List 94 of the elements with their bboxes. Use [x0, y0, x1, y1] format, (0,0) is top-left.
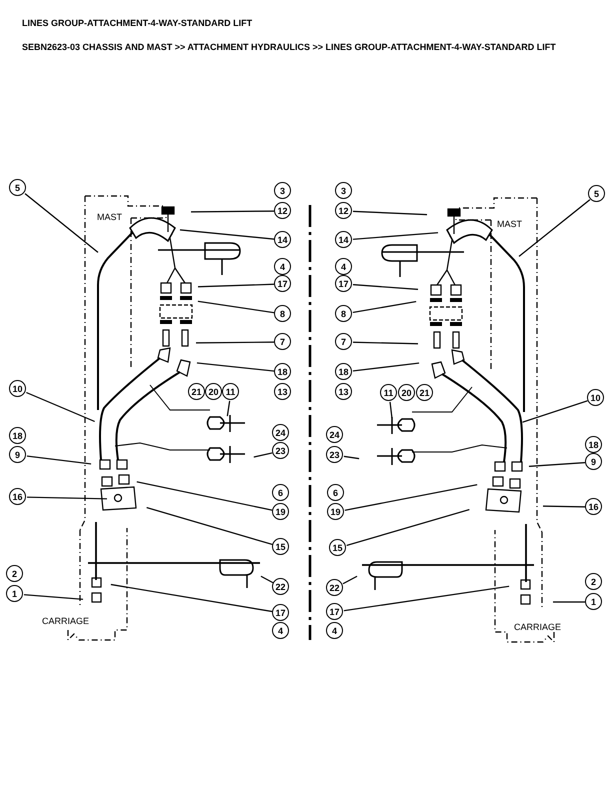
- callout-number: 13: [335, 383, 352, 400]
- leader-line: [344, 484, 478, 511]
- leader-line: [196, 342, 274, 344]
- callout-number: 22: [326, 579, 343, 596]
- callout-number: 14: [335, 231, 352, 248]
- leader-line: [110, 584, 272, 612]
- leader-line: [26, 456, 92, 464]
- callout-number: 24: [326, 426, 343, 443]
- leader-line: [136, 481, 272, 511]
- leader-line: [226, 400, 230, 416]
- callout-number: 9: [9, 446, 26, 463]
- callout-number: 3: [335, 182, 352, 199]
- leader-line: [24, 193, 98, 253]
- callout-number: 11: [222, 383, 239, 400]
- leader-line: [254, 452, 272, 458]
- callout-number: 9: [585, 453, 602, 470]
- callout-number: 14: [274, 231, 291, 248]
- leader-line: [146, 506, 273, 546]
- leader-line: [191, 210, 274, 212]
- callout-number: 1: [585, 593, 602, 610]
- callout-number: 23: [326, 446, 343, 463]
- callout-number: 5: [588, 185, 605, 202]
- leader-line: [344, 456, 360, 460]
- leader-line: [344, 586, 510, 612]
- leader-line: [522, 400, 588, 423]
- leader-line: [352, 284, 418, 290]
- callout-number: 17: [272, 604, 289, 621]
- callout-number: 3: [274, 182, 291, 199]
- callout-number: 11: [380, 384, 397, 401]
- leader-line: [26, 392, 95, 422]
- callout-number: 1: [6, 585, 23, 602]
- callout-number: 7: [335, 333, 352, 350]
- leader-line: [553, 601, 585, 603]
- leader-line: [342, 576, 358, 584]
- callout-number: 17: [335, 275, 352, 292]
- callout-number: 18: [9, 427, 26, 444]
- callout-number: 17: [326, 603, 343, 620]
- leader-line: [352, 300, 416, 314]
- part-label: MAST: [497, 219, 522, 229]
- callout-number: 16: [9, 488, 26, 505]
- leader-line: [389, 402, 393, 418]
- callout-number: 15: [329, 539, 346, 556]
- callout-number: 19: [327, 503, 344, 520]
- callout-number: 19: [272, 503, 289, 520]
- part-label: MAST: [97, 212, 122, 222]
- callout-number: 12: [274, 202, 291, 219]
- leader-line: [180, 229, 274, 240]
- leader-line: [196, 362, 274, 372]
- leader-line: [198, 284, 274, 288]
- callout-number: 15: [272, 538, 289, 555]
- callout-number: 23: [272, 442, 289, 459]
- leader-line: [260, 576, 274, 584]
- leader-line: [352, 362, 420, 372]
- leader-line: [352, 342, 418, 344]
- leader-line: [352, 232, 438, 240]
- callout-number: 13: [274, 383, 291, 400]
- leader-line: [24, 594, 84, 600]
- callout-number: 18: [335, 363, 352, 380]
- callout-number: 2: [6, 565, 23, 582]
- callout-number: 2: [585, 573, 602, 590]
- callout-number: 18: [274, 363, 291, 380]
- callout-number: 6: [272, 484, 289, 501]
- breadcrumb-text: SEBN2623-03 CHASSIS AND MAST >> ATTACHMENT HYDRAULICS >> LINES GROUP-ATTACHMENT-4-WAY-STANDARD LIFT: [22, 42, 557, 52]
- callout-number: 8: [274, 305, 291, 322]
- page-title: LINES GROUP-ATTACHMENT-4-WAY-STANDARD LIFT: [22, 18, 252, 28]
- leader-line: [352, 210, 428, 216]
- leader-line: [518, 199, 590, 257]
- leader-line: [542, 506, 586, 508]
- callout-number: 7: [274, 333, 291, 350]
- callout-number: 10: [587, 389, 604, 406]
- callout-number: 24: [272, 424, 289, 441]
- part-label: CARRIAGE: [42, 616, 90, 626]
- callout-number: 21: [416, 384, 433, 401]
- callout-number: 20: [205, 383, 222, 400]
- leader-line: [346, 508, 470, 546]
- leader-line: [198, 300, 274, 314]
- callout-number: 5: [9, 179, 26, 196]
- callout-number: 10: [9, 380, 26, 397]
- callout-number: 20: [398, 384, 415, 401]
- callout-number: 12: [335, 202, 352, 219]
- callout-number: 4: [335, 258, 352, 275]
- callout-number: 4: [272, 622, 289, 639]
- leader-line: [26, 496, 108, 500]
- callout-number: 4: [326, 622, 343, 639]
- callout-number: 8: [335, 305, 352, 322]
- callout-number: 18: [585, 436, 602, 453]
- callout-number: 22: [272, 578, 289, 595]
- callout-number: 16: [585, 498, 602, 515]
- callout-number: 6: [327, 484, 344, 501]
- callout-number: 4: [274, 258, 291, 275]
- part-label: CARRIAGE: [514, 622, 562, 632]
- leader-line: [528, 462, 586, 467]
- callout-number: 17: [274, 275, 291, 292]
- callout-number: 21: [188, 383, 205, 400]
